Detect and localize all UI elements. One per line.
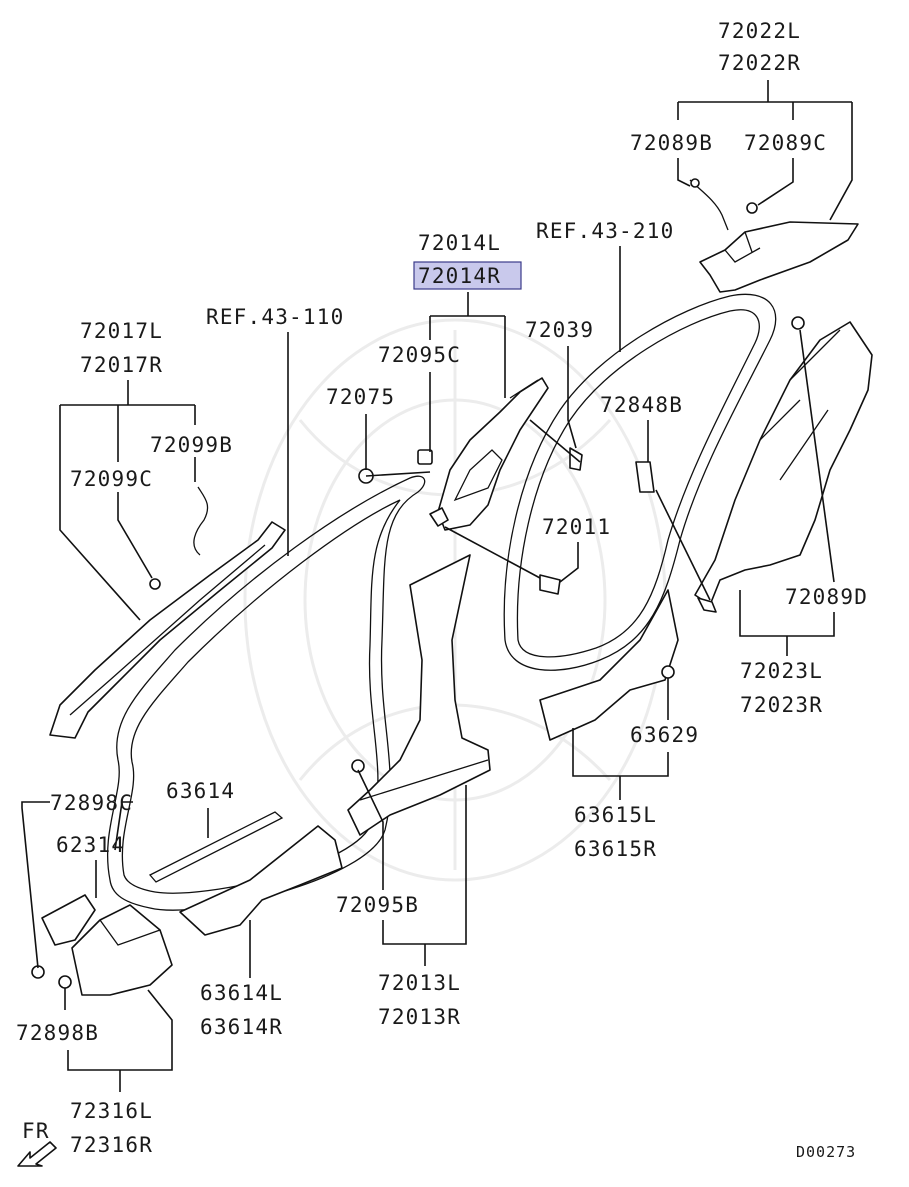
label-72089D[interactable]: 72089D — [785, 585, 868, 609]
label-72011[interactable]: 72011 — [542, 515, 611, 539]
part-72022-rear-pillar-trim — [689, 178, 859, 293]
part-62314-pad — [41, 894, 96, 946]
part-number-labels: 72022L 72022R 72089B 72089C REF.43-210 7… — [16, 19, 868, 1157]
label-72017R[interactable]: 72017R — [80, 353, 163, 377]
label-ref-43-210[interactable]: REF.43-210 — [536, 219, 674, 243]
label-72095B[interactable]: 72095B — [336, 893, 419, 917]
label-72316L[interactable]: 72316L — [70, 1099, 153, 1123]
label-63614L[interactable]: 63614L — [200, 981, 283, 1005]
label-72023R[interactable]: 72023R — [740, 693, 823, 717]
label-72023L[interactable]: 72023L — [740, 659, 823, 683]
part-72023-rear-quarter-trim — [694, 316, 873, 613]
part-72014-center-pillar-upper-trim — [429, 377, 549, 531]
label-72014R-selected[interactable]: 72014R — [418, 264, 501, 288]
direction-label: FR — [22, 1119, 50, 1143]
label-72039[interactable]: 72039 — [525, 318, 594, 342]
label-63614[interactable]: 63614 — [166, 779, 235, 803]
front-direction-indicator: FR — [17, 1119, 57, 1167]
label-72898C[interactable]: 72898C — [50, 791, 133, 815]
label-63615L[interactable]: 63615L — [574, 803, 657, 827]
label-63615R[interactable]: 63615R — [574, 837, 657, 861]
label-72017L[interactable]: 72017L — [80, 319, 163, 343]
label-72089B[interactable]: 72089B — [630, 131, 713, 155]
label-62314[interactable]: 62314 — [56, 833, 125, 857]
label-72013L[interactable]: 72013L — [378, 971, 461, 995]
label-ref-43-110[interactable]: REF.43-110 — [206, 305, 344, 329]
selected-part-highlight — [413, 261, 522, 290]
part-72017-front-pillar-trim — [49, 486, 286, 739]
label-63614R[interactable]: 63614R — [200, 1015, 283, 1039]
label-72848B[interactable]: 72848B — [600, 393, 683, 417]
leader-lines — [21, 80, 853, 1092]
label-72089C[interactable]: 72089C — [744, 131, 827, 155]
part-63615-rear-scuff-plate — [539, 589, 679, 741]
label-72095C[interactable]: 72095C — [378, 343, 461, 367]
label-72099B[interactable]: 72099B — [150, 433, 233, 457]
label-72022L[interactable]: 72022L — [718, 19, 801, 43]
label-72075[interactable]: 72075 — [326, 385, 395, 409]
part-72316-cowl-side-trim — [71, 904, 173, 996]
label-72316R[interactable]: 72316R — [70, 1133, 153, 1157]
label-72014L[interactable]: 72014L — [418, 231, 501, 255]
front-arrow-icon — [17, 1141, 57, 1167]
part-63614-front-scuff-plate — [148, 811, 343, 936]
label-72099C[interactable]: 72099C — [70, 467, 153, 491]
part-72013-center-pillar-lower-trim — [347, 554, 491, 836]
diagram-code: D00273 — [796, 1143, 856, 1161]
label-63629[interactable]: 63629 — [630, 723, 699, 747]
door-opening-trim-rear — [503, 293, 777, 671]
label-72022R[interactable]: 72022R — [718, 51, 801, 75]
label-72013R[interactable]: 72013R — [378, 1005, 461, 1029]
label-72898B[interactable]: 72898B — [16, 1021, 99, 1045]
